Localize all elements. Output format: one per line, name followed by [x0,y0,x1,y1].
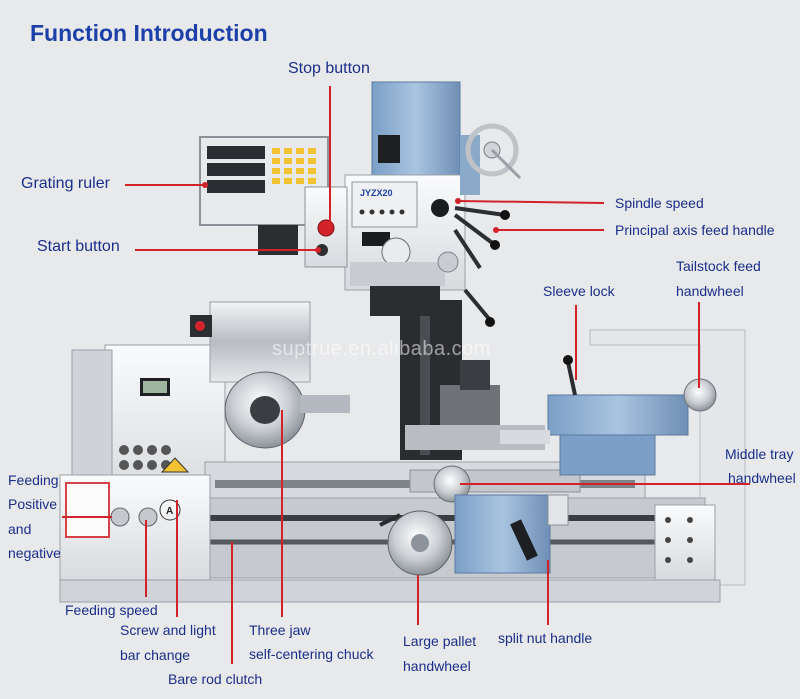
label-sleeve-lock: Sleeve lock [543,283,615,299]
watermark: suptrue.en.alibaba.com [272,338,491,360]
leader-lines [62,86,750,664]
compound-rest [440,385,500,425]
label-three-jaw-line1: Three jaw [249,622,311,638]
label-tailstock-feed-line2: handwheel [676,283,744,299]
split-nut-lever [510,519,538,561]
label-tailstock-feed-line1: Tailstock feed [676,258,761,274]
label-feeding-line2: Positive [8,496,58,512]
label-large-pallet-line2: handwheel [403,658,471,674]
stop-button-knob [317,219,335,237]
label-large-pallet-line1: Large pallet [403,633,477,649]
spindle-speed-dial [381,237,411,267]
label-bare-rod-clutch: Bare rod clutch [168,671,263,687]
label-principal-axis-feed-handle: Principal axis feed handle [615,222,775,238]
chuck-guard [209,301,311,383]
label-screw-light-line1: Screw and light [120,622,216,638]
start-button-knob [316,244,328,256]
label-feeding-speed: Feeding speed [65,602,158,618]
feed-speed-knob [138,507,158,527]
label-middle-tray-line2: handwheel [728,470,796,486]
feed-direction-knob [110,507,130,527]
label-start-button: Start button [37,238,120,255]
label-stop-button: Stop button [288,60,370,77]
label-spindle-speed: Spindle speed [615,195,704,211]
feed-handwheel-top [465,123,519,177]
label-middle-tray-line1: Middle tray [725,446,794,462]
svg-text:A: A [166,506,173,517]
end-gear-box [654,504,716,581]
screw-bar-knob [159,499,181,521]
label-screw-light-line2: bar change [120,647,191,663]
tailstock [547,394,689,436]
label-feeding-line3: and [8,521,32,537]
leader-spindle-speed [457,200,605,204]
label-grating-ruler: Grating ruler [21,175,110,192]
page-title: Function Introduction [30,20,268,46]
label-feeding-line4: negative [8,545,61,561]
apron [454,494,551,574]
label-feeding-line1: Feeding [8,472,59,488]
model-plate: JYZX20 [360,188,393,198]
label-split-nut-handle: split nut handle [498,630,593,646]
label-three-jaw-line2: self-centering chuck [249,646,374,662]
